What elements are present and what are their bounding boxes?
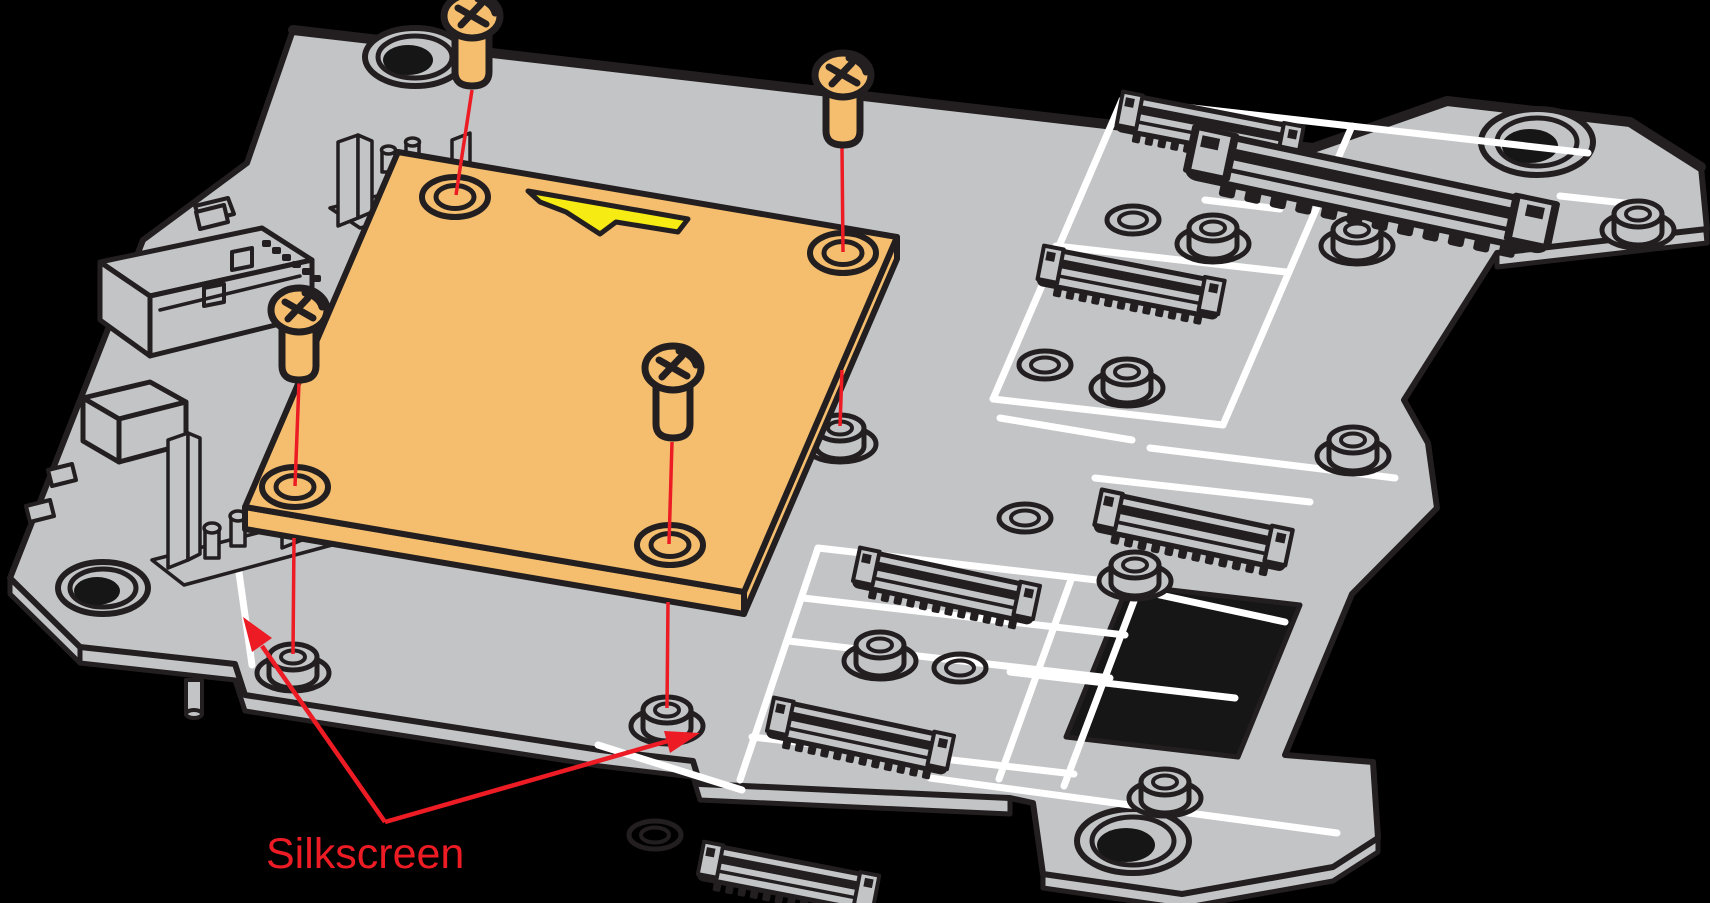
socket-bracket-lower [150,431,334,587]
alignment-line [291,537,296,655]
callout-arrowhead [243,617,272,652]
mounting-hole-top-left [362,25,468,89]
module-board [242,149,900,617]
silkscreen-line [1052,242,1290,276]
alignment-line [293,381,301,487]
board-back-edge [288,25,1706,172]
silkscreen-callout: Silkscreen [243,617,700,878]
alignment-line [838,369,844,427]
receptacle-detail [202,282,226,308]
alignment-line [667,441,674,545]
edge-component [80,379,189,465]
bottom-pin [184,678,204,720]
contact-pins [262,240,321,282]
screw-4 [645,346,701,438]
alignment-line [665,601,670,709]
callout-leader [260,644,387,824]
callout-arrowhead [664,731,700,753]
silkscreen-line [784,637,1114,682]
edge-bumps [24,203,230,524]
silkscreen-line [1091,474,1314,506]
mounting-holes [55,25,1596,876]
orientation-mark [525,188,691,237]
receptacle-slot [158,274,302,312]
module-top-face [242,149,900,595]
alignment-line [840,147,845,253]
screw-alignment-lines [291,89,845,709]
silkscreen-line [1006,668,1239,702]
silkscreen-line [1201,196,1284,213]
callout-leader [384,738,669,825]
silkscreen-line [736,544,822,784]
receptacle-detail [230,246,254,272]
alignment-line [454,89,474,196]
screw-1 [444,0,500,86]
screw-3 [271,288,327,380]
silkscreen-label: Silkscreen [266,830,464,878]
mounting-hole-bottom-right [1074,806,1192,876]
mounting-hole-bottom-left [55,559,151,617]
edge-receptacle [97,196,321,359]
silkscreen-line [989,395,1227,429]
silkscreen-line [996,414,1136,444]
screw-2 [815,53,871,145]
